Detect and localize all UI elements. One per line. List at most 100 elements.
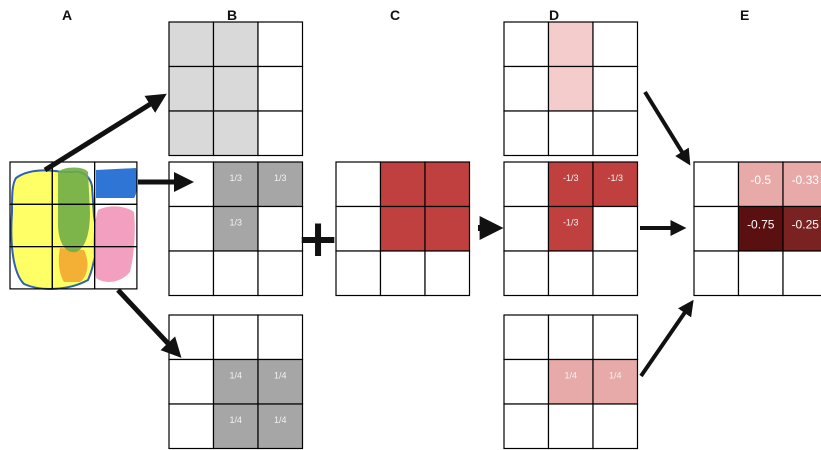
grid-cell-shaded (169, 22, 214, 67)
grid-cell-shaded (258, 360, 303, 405)
grid-cell-shaded (381, 162, 426, 207)
grid-d-top (504, 22, 638, 156)
grid-cell (504, 404, 549, 449)
grid-cell-shaded (425, 162, 470, 207)
grid-cell (593, 251, 638, 296)
grid-cell (504, 111, 549, 156)
green-region (58, 168, 90, 253)
grid-cell (381, 251, 426, 296)
grid-cell-shaded (214, 360, 259, 405)
grid-cell-shaded (214, 111, 259, 156)
grid-cell (258, 315, 303, 360)
arrow-d-top-to-e (645, 92, 687, 160)
cell-value-label: -1/3 (563, 173, 579, 183)
grid-cell-shaded (549, 360, 594, 405)
panel-label-d: D (549, 7, 559, 23)
grid-c (336, 162, 470, 296)
grid-cell (258, 22, 303, 67)
grid-d-bottom: 1/4 1/4 (504, 315, 638, 449)
grid-cell (504, 67, 549, 112)
grid-cell (504, 251, 549, 296)
grid-cell (258, 111, 303, 156)
grid-b-bottom: 1/4 1/4 1/4 1/4 (169, 315, 303, 449)
grid-cell-shaded (258, 162, 303, 207)
cell-value-label: 1/3 (229, 173, 242, 183)
grid-d-middle: -1/3 -1/3 -1/3 (504, 162, 638, 296)
grid-cell (169, 404, 214, 449)
cell-value-label: -0.25 (792, 218, 820, 232)
grid-cell-shaded (381, 207, 426, 252)
cell-value-label: -1/3 (607, 173, 623, 183)
grid-cell (504, 315, 549, 360)
grid-cell (214, 251, 259, 296)
grid-cell (336, 251, 381, 296)
grid-cell-shaded (214, 22, 259, 67)
grid-cell (593, 315, 638, 360)
grid-cell (425, 251, 470, 296)
grid-cell-shaded (593, 360, 638, 405)
grid-b-middle: 1/3 1/3 1/3 (169, 162, 303, 296)
grid-cell (593, 22, 638, 67)
orange-region (59, 248, 88, 282)
grid-cell (593, 111, 638, 156)
grid-cell-shaded (214, 404, 259, 449)
grid-cell (694, 251, 739, 296)
grid-cell (504, 162, 549, 207)
grid-cell-shaded (549, 22, 594, 67)
grid-cell-shaded (549, 162, 594, 207)
grid-cell (169, 360, 214, 405)
cell-value-label: -1/3 (563, 218, 579, 228)
cell-value-label: 1/3 (229, 218, 242, 228)
grid-cell (549, 111, 594, 156)
grid-cell (783, 251, 821, 296)
grid-cell (504, 360, 549, 405)
panel-label-a: A (62, 7, 72, 23)
grid-cell (593, 67, 638, 112)
grid-cell (549, 251, 594, 296)
grid-cell-shaded (258, 404, 303, 449)
cell-value-label: 1/3 (274, 173, 287, 183)
grid-cell (169, 315, 214, 360)
grid-cell (549, 404, 594, 449)
grid-cell (336, 162, 381, 207)
arrow-a-to-b-top (45, 98, 160, 170)
cell-value-label: 1/4 (564, 371, 577, 381)
pink-region (93, 206, 135, 282)
arrow-a-to-b-bottom (118, 290, 176, 352)
grid-cell (593, 404, 638, 449)
grid-cell-shaded (169, 111, 214, 156)
cell-value-label: 1/4 (609, 371, 622, 381)
panel-label-b: B (227, 7, 237, 23)
grid-cell-shaded (549, 207, 594, 252)
grid-cell-shaded (214, 67, 259, 112)
grid-cell (504, 22, 549, 67)
grid-cell (694, 207, 739, 252)
cell-value-label: 1/4 (274, 371, 287, 381)
panel-label-c: C (390, 7, 400, 23)
blue-region (96, 168, 137, 198)
panel-a-map (10, 162, 137, 289)
grid-cell (169, 251, 214, 296)
grid-cell-shaded (169, 67, 214, 112)
grid-e: -0.5-0.33-0.75-0.25 (694, 162, 821, 296)
cell-value-label: 1/4 (274, 415, 287, 425)
grid-b-top (169, 22, 303, 156)
cell-value-label: -0.75 (747, 218, 775, 232)
arrow-d-bottom-to-e (641, 305, 690, 376)
grid-cell (169, 207, 214, 252)
grid-cell-shaded (593, 162, 638, 207)
cell-value-label: -0.33 (792, 173, 820, 187)
plus-sign: + (296, 209, 340, 269)
cell-value-label: 1/4 (229, 371, 242, 381)
cell-value-label: 1/4 (229, 415, 242, 425)
grid-cell-shaded (214, 162, 259, 207)
grid-cell-shaded (214, 207, 259, 252)
grid-cell (694, 162, 739, 207)
grid-cell (593, 207, 638, 252)
grid-cell (214, 315, 259, 360)
grid-cell (739, 251, 784, 296)
grid-cell (258, 67, 303, 112)
panel-label-e: E (740, 7, 749, 23)
grid-cell (549, 315, 594, 360)
